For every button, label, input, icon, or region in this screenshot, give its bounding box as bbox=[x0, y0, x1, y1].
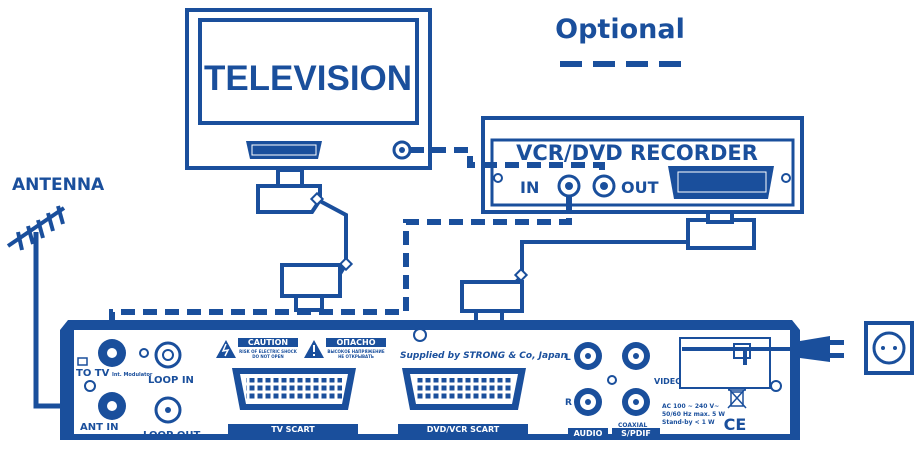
antenna-label: ANTENNA bbox=[12, 175, 105, 195]
weee-bin-icon bbox=[727, 387, 747, 409]
caution-text-1: RISK OF ELECTRIC SHOCK bbox=[239, 349, 298, 354]
tv-screen bbox=[198, 18, 419, 125]
audio-l-label: L bbox=[565, 353, 571, 363]
coaxial-label: COAXIAL bbox=[618, 422, 647, 429]
audio-label: AUDIO bbox=[574, 429, 603, 438]
antenna-icon bbox=[6, 205, 66, 251]
wall-socket bbox=[864, 321, 914, 375]
optional-connections bbox=[109, 147, 605, 330]
receiver-tv-scart: TV SCART bbox=[228, 368, 358, 434]
audio-outputs: L R AUDIO bbox=[565, 342, 617, 438]
power-line-2: 50/60 Hz max. 5 W bbox=[662, 411, 725, 418]
power-line-3: Stand-by < 1 W bbox=[662, 419, 715, 426]
caution-warning: CAUTION RISK OF ELECTRIC SHOCK DO NOT OP… bbox=[216, 338, 298, 359]
ant-in-sub: 5 V ━━ 50 mA max. bbox=[80, 434, 132, 440]
television: TELEVISION bbox=[185, 8, 432, 170]
video-label: VIDEO bbox=[654, 377, 682, 386]
tv-label: TELEVISION bbox=[204, 59, 412, 98]
opasno-title: ОПАСНО bbox=[336, 338, 375, 347]
opasno-warning: ОПАСНО ВЫСОКОЕ НАПРЯЖЕНИЕ НЕ ОТКРЫВАТЬ bbox=[304, 338, 386, 359]
legend: Optional bbox=[555, 14, 685, 67]
dvd-scart-label: DVD/VCR SCART bbox=[427, 425, 500, 434]
caution-title: CAUTION bbox=[248, 338, 288, 347]
power-line-1: AC 100 ~ 240 V~ bbox=[662, 403, 719, 410]
vcr-scart-cable bbox=[460, 210, 756, 327]
video-coaxial-outputs: VIDEO COAXIAL S/PDIF bbox=[612, 342, 682, 438]
ant-in-label: ANT IN bbox=[80, 422, 119, 433]
to-tv-label: TO TV bbox=[76, 368, 110, 379]
electric-shock-icon bbox=[216, 340, 236, 358]
opasno-text-2: НЕ ОТКРЫВАТЬ bbox=[338, 354, 374, 359]
loop-out-label: LOOP OUT bbox=[143, 430, 200, 441]
tv-scart-cable bbox=[256, 168, 354, 312]
legend-optional-label: Optional bbox=[555, 14, 685, 45]
loop-in-label: LOOP IN bbox=[148, 375, 194, 386]
vcr-out-label: OUT bbox=[621, 178, 659, 197]
caution-text-2: DO NOT OPEN bbox=[252, 354, 283, 359]
supplied-by-text: Supplied by STRONG & Co, Japan bbox=[400, 351, 567, 361]
audio-r-label: R bbox=[565, 398, 572, 408]
vcr-label: VCR/DVD RECORDER bbox=[516, 141, 758, 165]
to-tv-sub: Int. Modulator bbox=[112, 372, 153, 378]
receiver-rear-panel: TO TV Int. Modulator ANT IN 5 V ━━ 50 mA… bbox=[60, 320, 800, 441]
vcr-in-label: IN bbox=[520, 178, 539, 197]
power-cable bbox=[682, 336, 844, 365]
tv-scart-label: TV SCART bbox=[271, 425, 315, 434]
opasno-text-1: ВЫСОКОЕ НАПРЯЖЕНИЕ bbox=[327, 349, 384, 354]
ce-mark: CE bbox=[724, 415, 747, 434]
receiver-dvd-scart: DVD/VCR SCART bbox=[398, 368, 528, 434]
vcr-recorder: VCR/DVD RECORDER IN OUT bbox=[481, 116, 804, 214]
spdif-label: S/PDIF bbox=[621, 429, 651, 438]
power-plug bbox=[800, 336, 830, 362]
